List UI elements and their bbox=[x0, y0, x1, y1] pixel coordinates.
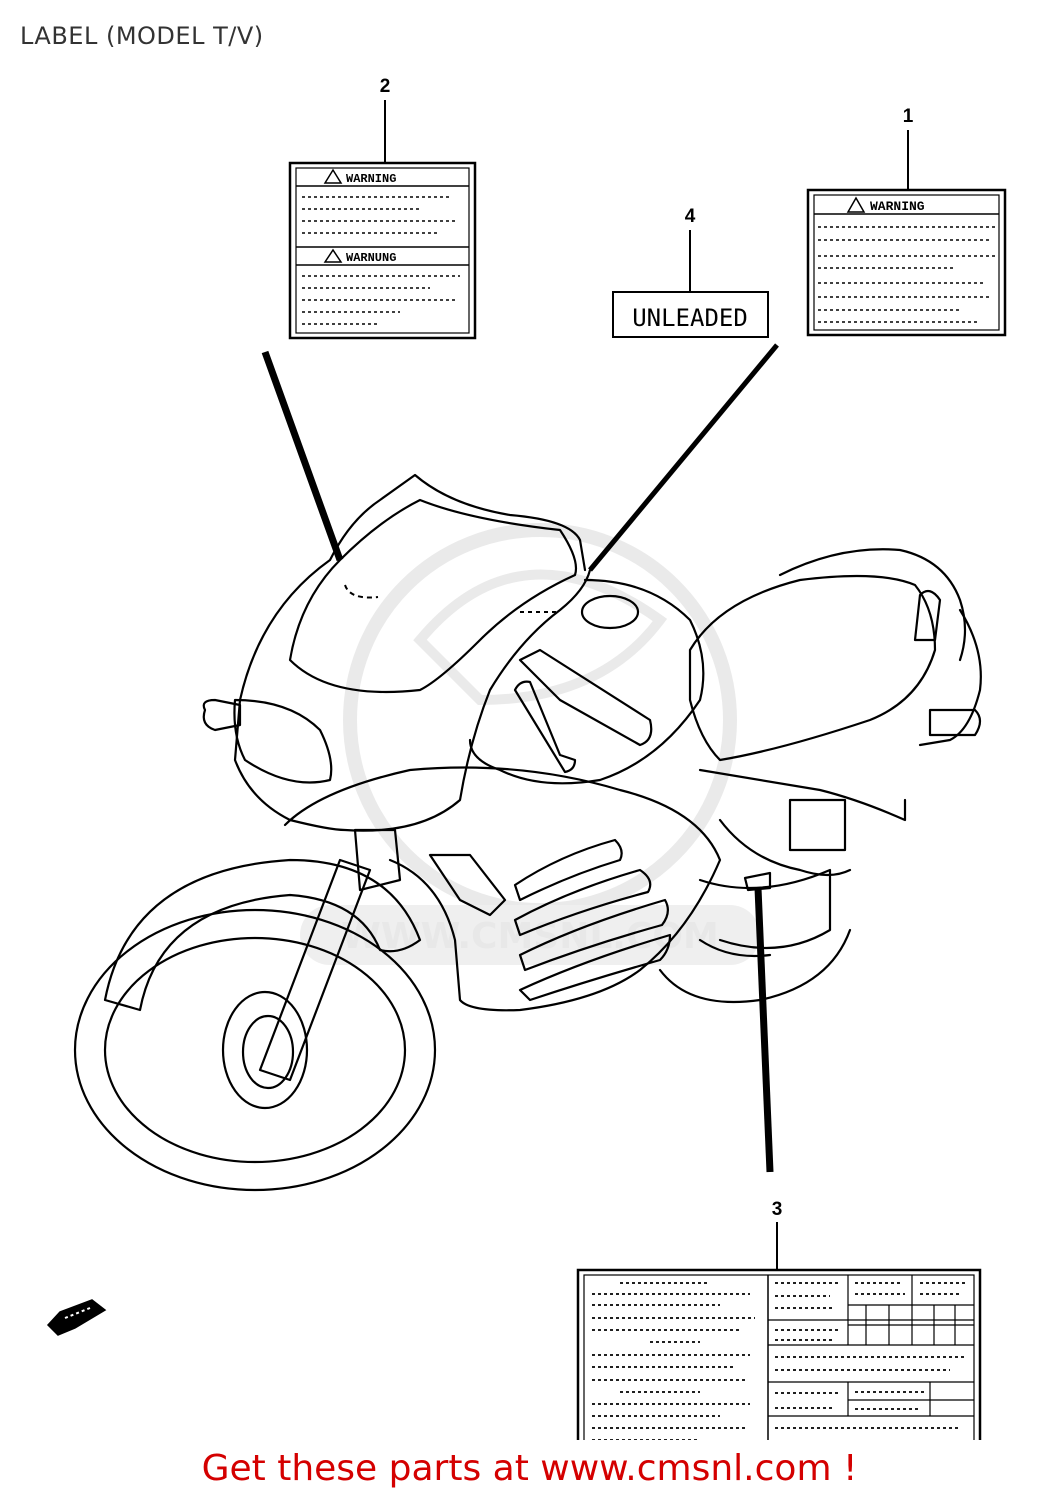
label-part-2[interactable]: 2 WARNING WARNUNG bbox=[288, 76, 477, 340]
warning-triangle-icon bbox=[846, 196, 866, 213]
front-direction-arrow-icon bbox=[46, 1299, 107, 1336]
label-1-warning-text: WARNING bbox=[870, 199, 925, 214]
warnung-triangle-icon bbox=[323, 248, 343, 263]
callout-number-4: 4 bbox=[685, 206, 696, 227]
motorcycle-drawing bbox=[73, 473, 982, 1192]
fairing-vents bbox=[513, 838, 672, 1002]
label-2-warnung-text: WARNUNG bbox=[346, 251, 396, 265]
label-2-warning-text: WARNING bbox=[346, 172, 396, 186]
label-4-unleaded-text: UNLEADED bbox=[632, 304, 748, 332]
label-3-fine-print bbox=[592, 1282, 965, 1440]
label-3-grid bbox=[768, 1275, 974, 1417]
callout-number-1: 1 bbox=[903, 106, 914, 127]
front-wheel bbox=[73, 908, 437, 1192]
warning-triangle-icon bbox=[323, 168, 343, 184]
label-part-4[interactable]: 4 UNLEADED bbox=[612, 206, 769, 338]
diagram-title: LABEL (MODEL T/V) bbox=[20, 22, 264, 50]
callout-number-2: 2 bbox=[380, 76, 391, 97]
label-part-3[interactable]: 3 bbox=[576, 1199, 982, 1440]
footer-link[interactable]: Get these parts at www.cmsnl.com ! bbox=[201, 1448, 858, 1489]
leader-lines bbox=[261, 343, 779, 1173]
callout-number-3: 3 bbox=[772, 1199, 783, 1220]
label-2-fine-print bbox=[302, 196, 460, 325]
label-1-fine-print bbox=[818, 226, 995, 323]
parts-diagram: WWW.CMSNL.COM bbox=[46, 76, 1007, 1440]
label-part-1[interactable]: 1 WARNING bbox=[806, 106, 1007, 337]
watermark: WWW.CMSNL.COM bbox=[300, 523, 760, 965]
